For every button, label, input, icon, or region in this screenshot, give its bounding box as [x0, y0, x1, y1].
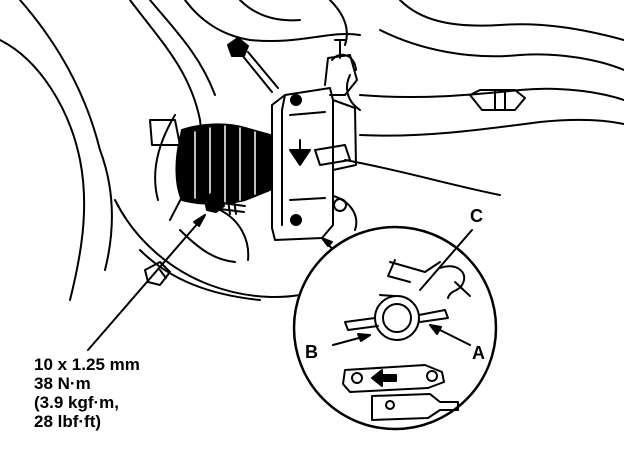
callout-b: B — [305, 342, 318, 362]
callout-c: C — [470, 206, 483, 226]
torque-spec-line4: 28 lbf·ft) — [34, 412, 102, 431]
detail-view-circle — [292, 225, 498, 431]
torque-spec: 10 x 1.25 mm 38 N·m (3.9 kgf·m, 28 lbf·f… — [34, 355, 140, 431]
bearing-ring — [344, 294, 449, 341]
torque-spec-line2: 38 N·m — [34, 374, 91, 393]
chassis-outlines — [0, 0, 624, 301]
torque-leader-arrow — [87, 214, 206, 351]
cv-joint-boot — [175, 123, 291, 205]
callout-a: A — [472, 343, 485, 363]
lower-bolt — [204, 192, 246, 215]
callout-leaders — [332, 229, 473, 346]
torque-spec-line1: 10 x 1.25 mm — [34, 355, 140, 374]
center-bearing-bracket — [271, 39, 361, 241]
clip-c — [387, 259, 471, 299]
bracket-b — [342, 364, 445, 393]
torque-spec-line3: (3.9 kgf·m, — [34, 393, 120, 412]
upper-bolt — [227, 37, 279, 93]
plate-lower — [371, 393, 459, 421]
